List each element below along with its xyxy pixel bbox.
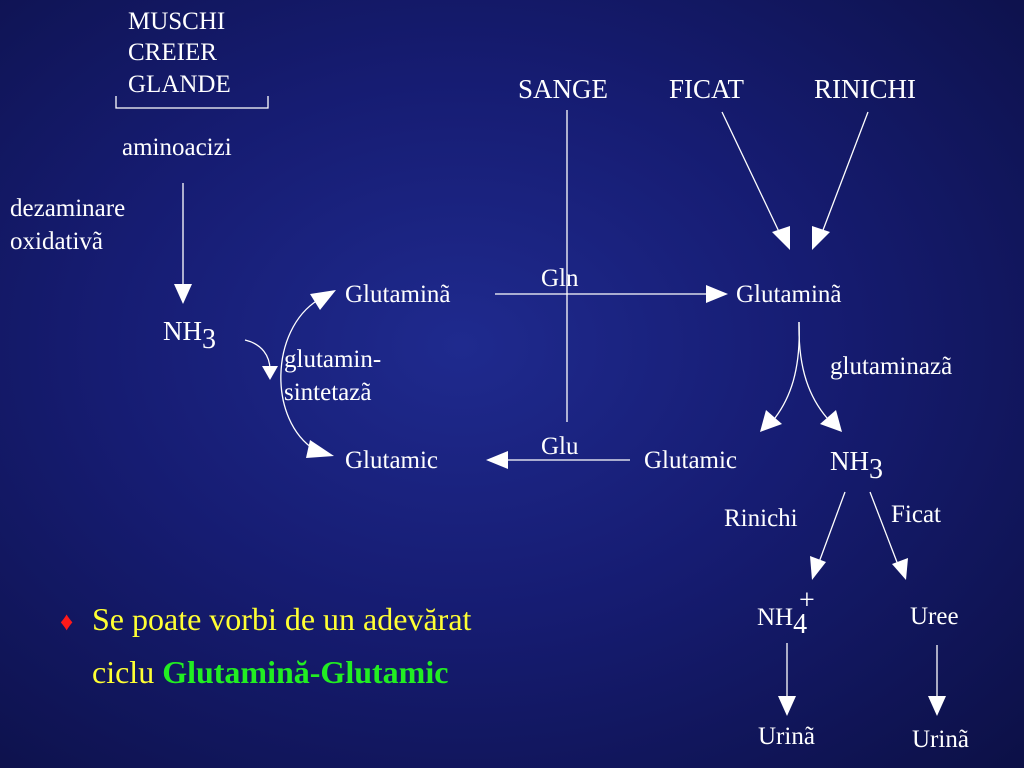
arrowhead-urea-urine — [928, 696, 946, 716]
arrowhead-nh4-urine — [778, 696, 796, 716]
nh3-right-sub: 3 — [869, 454, 883, 485]
glutamic-right: Glutamic — [644, 447, 738, 474]
tissue-creier: CREIER — [128, 39, 217, 66]
urine-right: Urinã — [912, 726, 969, 753]
tissue-muschi: MUSCHI — [128, 8, 226, 35]
ammonium-label: NH4 + — [757, 587, 815, 639]
arrowhead-synthetase-bottom — [306, 440, 334, 458]
arrow-synthetase-curve — [280, 299, 319, 451]
ammonium-base: NH — [757, 604, 794, 631]
synthetase-label-2: sintetazã — [284, 379, 372, 406]
nh3-right-base: NH — [830, 446, 869, 476]
arrow-split-glutamic — [774, 321, 800, 419]
arrow-nh3-curl — [244, 339, 271, 371]
arrowhead-nh4 — [810, 556, 826, 580]
nh3-left-base: NH — [163, 316, 202, 346]
nh3-left-sub: 3 — [202, 324, 216, 355]
glutaminase-label: glutaminazã — [830, 353, 953, 380]
arrowhead-glu — [486, 451, 508, 469]
ammonium-sup: + — [799, 585, 815, 616]
aminoacids-label: aminoacizi — [122, 134, 232, 161]
nh3-left: NH3 — [163, 316, 216, 354]
arrowhead-nh3-curl — [262, 366, 278, 380]
arrowhead-gln — [706, 285, 728, 303]
liver-route-label: Ficat — [891, 501, 941, 528]
organ-sange: SANGE — [518, 74, 609, 104]
gln-label: Gln — [541, 265, 579, 292]
deamination-label-1: dezaminare — [10, 195, 126, 222]
nh3-right: NH3 — [830, 446, 883, 484]
arrowhead-rinichi — [812, 226, 830, 250]
kidney-route-label: Rinichi — [724, 505, 798, 532]
arrow-ficat-to-glutamine — [721, 111, 783, 239]
bullet-line-2-prefix: ciclu — [92, 654, 163, 690]
bullet-line-2: ciclu Glutamină-Glutamic — [92, 656, 448, 688]
arrowhead-synthetase-top — [310, 290, 336, 310]
synthetase-label-1: glutamin- — [284, 346, 382, 373]
arrow-split-nh3 — [798, 321, 828, 419]
ammonium-sub: 4 — [793, 609, 808, 640]
arrowhead-split-glutamic — [760, 410, 782, 432]
glutamic-left: Glutamic — [345, 447, 439, 474]
deamination-label-2: oxidativã — [10, 228, 104, 255]
bullet-highlight: Glutamină-Glutamic — [162, 654, 449, 690]
arrow-nh3-to-urea — [869, 491, 901, 571]
arrow-nh3-to-nh4 — [817, 491, 846, 566]
glutamine-left: Glutaminã — [345, 281, 451, 308]
organ-rinichi: RINICHI — [814, 74, 916, 104]
urea-label: Uree — [910, 603, 959, 630]
glu-label: Glu — [541, 433, 579, 460]
urine-left: Urinã — [758, 723, 815, 750]
arrowhead-ficat — [772, 226, 790, 250]
bullet-diamond-icon: ♦ — [60, 607, 74, 636]
arrowhead-amino-nh3 — [174, 284, 192, 304]
glutamine-right: Glutaminã — [736, 281, 842, 308]
bullet-line-1: Se poate vorbi de un adevărat — [92, 601, 472, 637]
organ-ficat: FICAT — [669, 74, 745, 104]
arrow-rinichi-to-glutamine — [819, 111, 869, 239]
tissue-bracket — [115, 96, 269, 109]
arrowhead-split-nh3 — [820, 410, 842, 432]
tissue-glande: GLANDE — [128, 71, 231, 98]
arrowhead-urea — [892, 558, 908, 580]
